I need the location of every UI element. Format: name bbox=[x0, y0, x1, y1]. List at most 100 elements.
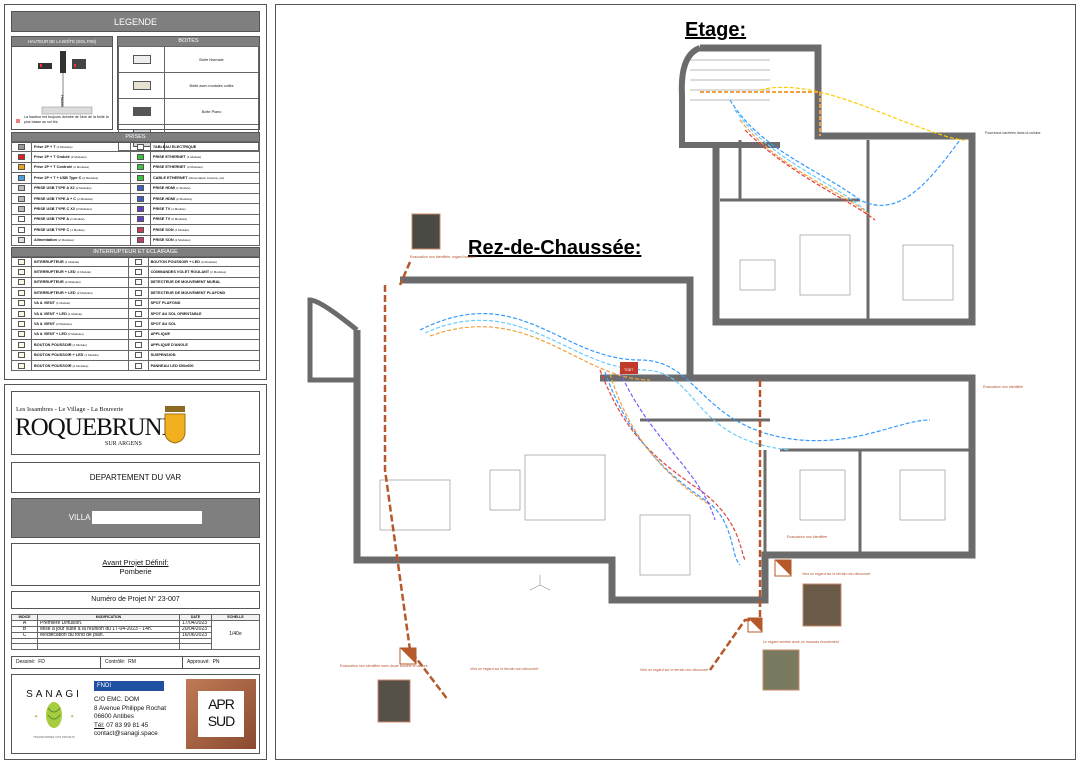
legend-label: PRISE TV bbox=[152, 207, 171, 212]
panel-label: TGBT bbox=[624, 368, 634, 372]
legend-label: PRISE USB TYPE A X2 bbox=[34, 186, 75, 191]
scale: 1/40e bbox=[211, 620, 260, 650]
legend-module-count: (2 Modules) bbox=[77, 196, 93, 201]
legend-row: BOUTON POUSSOIR (2 Modules) PANNEAU LED … bbox=[11, 359, 261, 372]
legend-panel: LEGENDE HAUTEUR DE LA BOÎTE (SOL FINI) H… bbox=[4, 4, 267, 380]
lighting-icon bbox=[134, 289, 142, 296]
switches-table: INTERRUPTEUR (1 Module) BOUTON POUSSOIR … bbox=[11, 255, 261, 372]
lighting-icon bbox=[134, 258, 142, 265]
module-box-icon bbox=[132, 81, 151, 90]
legend-label: DETECTEUR DE MOUVEMENT MURAL bbox=[150, 280, 221, 285]
lighting-icon bbox=[134, 310, 142, 317]
email-link[interactable]: contact@sanagi.space bbox=[94, 730, 158, 737]
legend-module-count: (2 Modules) bbox=[82, 175, 99, 180]
villa-name-field bbox=[92, 511, 203, 525]
legend-label: COMMANDES VOLET ROULANT bbox=[150, 270, 210, 275]
project-number: Numéro de Projet N° 23-007 bbox=[91, 596, 180, 603]
usb-c-single-icon bbox=[18, 226, 25, 233]
legend-module-count: (2 Modules) bbox=[75, 186, 92, 191]
legend-label: PRISE USB TYPE C X2 bbox=[34, 207, 75, 212]
lighting-icon bbox=[134, 269, 142, 276]
cocoon-icon: ✦✦ bbox=[34, 702, 74, 728]
legend-module-count: (1 Module) bbox=[64, 259, 80, 264]
tv-double-icon bbox=[136, 216, 144, 223]
usb-ac-icon bbox=[18, 195, 25, 202]
upper-floor-title: Etage: bbox=[685, 19, 746, 41]
legend-label: SPOT AU SOL bbox=[150, 322, 177, 327]
drain-photo bbox=[411, 213, 441, 250]
legend-label: PRISE USB TYPE A bbox=[34, 217, 70, 222]
legend-module-count: (2 Modules) bbox=[67, 332, 84, 337]
legend-module-count: (2 Modules) bbox=[171, 217, 188, 222]
annotation: Vers un regard sur le terrain non découv… bbox=[470, 667, 538, 671]
drain-photo bbox=[377, 679, 411, 723]
usb-a-single-icon bbox=[18, 216, 25, 223]
legend-label: VA & VIENT + LED bbox=[34, 332, 67, 337]
legend-module-count: (1 Module) bbox=[84, 353, 99, 358]
legend-label: PRISE ETHERNET bbox=[152, 155, 186, 160]
company-box: SANAGI ✦✦ TRANSFORMEZ VOS PROJETS FNDI C… bbox=[11, 674, 260, 754]
phone: 07 83 99 81 45 bbox=[106, 721, 149, 729]
outlet-orange-icon bbox=[18, 164, 25, 171]
annotation: Evacuation non identifiée, regard bouché bbox=[410, 255, 475, 259]
legend-label: PRISE HDMI bbox=[152, 196, 176, 201]
legend-label: PRISE ETHERNET bbox=[152, 165, 186, 170]
fndi-logo: FNDI bbox=[94, 681, 164, 691]
legend-label: BOUTON POUSSOIR + LED bbox=[150, 259, 200, 264]
legend-module-count: (2 Modules) bbox=[55, 322, 72, 327]
upper-bedroom-furniture bbox=[739, 234, 954, 301]
villa-label: VILLA bbox=[68, 513, 91, 522]
legend-label: SPOT AU SOL ORIENTABLE bbox=[150, 311, 202, 316]
legend-module-count: (2 Modules) bbox=[201, 259, 217, 264]
col-header: ECHELLE bbox=[211, 614, 260, 621]
lighting-icon bbox=[134, 341, 142, 348]
legend-module-count: (1 Module) bbox=[70, 227, 85, 232]
legend-label: PRISE USB TYPE C bbox=[34, 227, 70, 232]
annotation: Evacuation non identifiée sans doute bou… bbox=[340, 664, 428, 668]
lighting-icon bbox=[134, 352, 142, 359]
drawn-by: FD bbox=[38, 659, 45, 665]
legend-label: PRISE USB TYPE A + C bbox=[34, 196, 77, 201]
lot-name: Pomberie bbox=[119, 567, 152, 576]
company-slogan: TRANSFORMEZ VOS PROJETS bbox=[33, 735, 75, 739]
logo-tagline: Les Issambres - Le Village - La Bouverie bbox=[16, 406, 124, 413]
legend-label: INTERRUPTEUR bbox=[34, 280, 64, 285]
company-logo-text: SANAGI bbox=[26, 689, 82, 700]
legend-label: PRISE SON bbox=[152, 238, 174, 243]
legend-module-count: (1 Module) bbox=[76, 270, 92, 275]
speaker-double-icon bbox=[136, 237, 144, 244]
legend-label: PRISE TV bbox=[152, 217, 171, 222]
checked-by: RM bbox=[128, 659, 136, 665]
legend-label: VA & VIENT + LED bbox=[34, 311, 67, 316]
legend-label: INTERRUPTEUR bbox=[34, 259, 64, 264]
drain-photo bbox=[762, 649, 800, 691]
legend-title: LEGENDE bbox=[11, 11, 260, 32]
upper-stair bbox=[690, 59, 770, 101]
address-line: 8 Avenue Philippe Rochat bbox=[94, 704, 167, 712]
legend-module-count: (2 Modules) bbox=[210, 270, 227, 275]
legend-label: BOUTON POUSSOIR + LED bbox=[34, 353, 84, 358]
box-type-label: Boîte Normale bbox=[164, 46, 259, 73]
coat-of-arms-icon bbox=[164, 406, 186, 444]
legend-module-count: (2 Modules) bbox=[76, 207, 92, 212]
drain-pipes bbox=[383, 261, 762, 701]
tv-icon bbox=[136, 206, 144, 213]
legend-module-count: (2 Modules) bbox=[186, 165, 203, 170]
switch-icon bbox=[18, 300, 25, 307]
height-section-title: HAUTEUR DE LA BOÎTE (SOL FINI) bbox=[11, 36, 113, 47]
legend-module-count: (2 Modules) bbox=[70, 155, 87, 160]
legend-label: VA & VIENT bbox=[34, 301, 55, 306]
legend-module-count: (1 Module) bbox=[186, 155, 202, 160]
villa-box: VILLA bbox=[11, 498, 260, 538]
height-section: HAUTEUR DE LA BOÎTE (SOL FINI) Hauteur L… bbox=[11, 36, 113, 130]
sanagi-logo: SANAGI ✦✦ TRANSFORMEZ VOS PROJETS bbox=[24, 683, 84, 749]
ground-floor-title: Rez-de-Chaussée: bbox=[468, 237, 641, 259]
upper-floor-walls bbox=[678, 44, 976, 326]
switch-icon bbox=[18, 289, 25, 296]
hdmi-double-icon bbox=[136, 195, 144, 202]
logo-sub: SUR ARGENS bbox=[105, 441, 142, 447]
legend-label: DETECTEUR DE MOUVEMENT PLAFOND bbox=[150, 290, 226, 295]
legend-label: TABLEAU ELECTRIQUE bbox=[152, 144, 197, 149]
